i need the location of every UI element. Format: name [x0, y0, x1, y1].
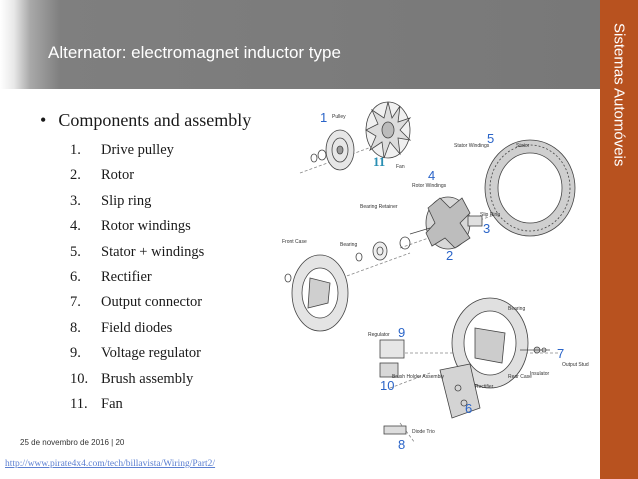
- item-number: 1.: [70, 142, 81, 158]
- callout-number: 5: [487, 131, 494, 146]
- callout-number: 3: [483, 221, 490, 236]
- item-label: Rotor: [101, 167, 135, 184]
- list-item: 9. Voltage regulator: [70, 343, 204, 368]
- item-label: Output connector: [101, 294, 203, 311]
- slide-title: Alternator: electromagnet inductor type: [48, 43, 341, 62]
- bullet-icon: •: [40, 110, 47, 130]
- footer-date: 25 de novembro de 2016 | 20: [20, 438, 125, 447]
- diode-trio-part: [383, 425, 407, 435]
- item-number: 5.: [70, 243, 81, 260]
- item-number: 7.: [70, 294, 81, 311]
- callout-number: 7: [557, 346, 564, 361]
- label-slip-ring: Slip Ring: [480, 212, 500, 218]
- output-stud-part: [520, 346, 550, 354]
- callout-number: 1: [320, 110, 327, 125]
- item-number: 2.: [70, 167, 81, 184]
- list-item: 8. Field diodes: [70, 318, 204, 343]
- item-number: 11.: [70, 395, 88, 412]
- stator-part: [484, 139, 576, 237]
- pulley-part: [310, 129, 355, 171]
- callout-number: 9: [398, 325, 405, 340]
- item-label: Voltage regulator: [101, 345, 201, 362]
- item-number: 9.: [70, 345, 81, 362]
- label-diode-trio: Diode Trio: [412, 429, 435, 435]
- item-label: Slip ring: [101, 192, 152, 209]
- list-item: 7. Output connector: [70, 292, 204, 317]
- item-number: 4.: [70, 218, 81, 235]
- side-title: Sistemas Automóveis: [610, 23, 628, 167]
- front-case-part: [284, 254, 349, 332]
- callout-number: 10: [380, 378, 394, 393]
- callout-number: 2: [446, 248, 453, 263]
- label-brush-holder: Brush Holder Assembly: [392, 374, 444, 380]
- list-item: 5. Stator + windings: [70, 242, 204, 267]
- label-bearing: Bearing: [340, 242, 357, 248]
- label-output-stud: Output Stud: [562, 362, 589, 368]
- label-rectifier: Rectifier: [475, 384, 494, 390]
- label-stator: Stator: [516, 143, 530, 149]
- label-pulley: Pulley: [332, 114, 346, 120]
- callout-number: 4: [428, 168, 435, 183]
- callout-number: 11: [373, 154, 385, 169]
- list-item: 11. Fan: [70, 394, 204, 419]
- fan-part: [365, 101, 412, 159]
- item-label: Brush assembly: [101, 370, 194, 387]
- label-insulator: Insulator: [530, 371, 550, 377]
- regulator-part: [379, 339, 405, 378]
- item-label: Fan: [101, 395, 123, 412]
- callout-number: 8: [398, 437, 405, 452]
- slide-header: [0, 0, 600, 89]
- item-number: 6.: [70, 268, 81, 285]
- list-item: 1. Drive pulley: [70, 140, 204, 165]
- side-band: [600, 0, 638, 479]
- list-item: 6. Rectifier: [70, 267, 204, 292]
- label-fan: Fan: [396, 164, 405, 170]
- alternator-exploded-diagram: Pulley Fan Stator Stator Windings Rotor …: [280, 88, 598, 454]
- section-heading-text: Components and assembly: [58, 110, 252, 130]
- component-list: 1. Drive pulley 2. Rotor 3. Slip ring 4. Rot…: [70, 140, 204, 419]
- list-item: 3. Slip ring: [70, 191, 204, 216]
- label-front-case: Front Case: [282, 239, 307, 245]
- label-bearing: Bearing: [508, 306, 525, 312]
- item-label: Rotor windings: [101, 218, 191, 235]
- list-item: 4. Rotor windings: [70, 216, 204, 241]
- item-label: Drive pulley: [101, 142, 174, 158]
- label-rotor-windings: Rotor Windings: [412, 183, 447, 189]
- bearing-parts: [355, 236, 411, 262]
- rotor-part: [409, 196, 483, 250]
- item-label: Field diodes: [101, 319, 173, 336]
- callout-number: 6: [465, 401, 472, 416]
- item-label: Stator + windings: [101, 243, 205, 260]
- label-bearing-retainer: Bearing Retainer: [360, 204, 398, 210]
- item-number: 8.: [70, 319, 81, 336]
- section-heading: • Components and assembly: [40, 110, 251, 131]
- rear-case-part: [451, 297, 529, 389]
- rectifier-part: [439, 363, 481, 419]
- list-item: 10. Brush assembly: [70, 369, 204, 394]
- list-item: 2. Rotor: [70, 165, 204, 190]
- diagram-svg: Pulley Fan Stator Stator Windings Rotor …: [282, 101, 589, 452]
- label-regulator: Regulator: [368, 332, 390, 338]
- item-number: 3.: [70, 192, 81, 209]
- source-link[interactable]: http://www.pirate4x4.com/tech/billavista…: [5, 459, 216, 469]
- item-label: Rectifier: [101, 268, 152, 285]
- item-number: 10.: [70, 370, 89, 387]
- label-rear-case: Rear Case: [508, 374, 532, 380]
- label-stator-windings: Stator Windings: [454, 143, 490, 149]
